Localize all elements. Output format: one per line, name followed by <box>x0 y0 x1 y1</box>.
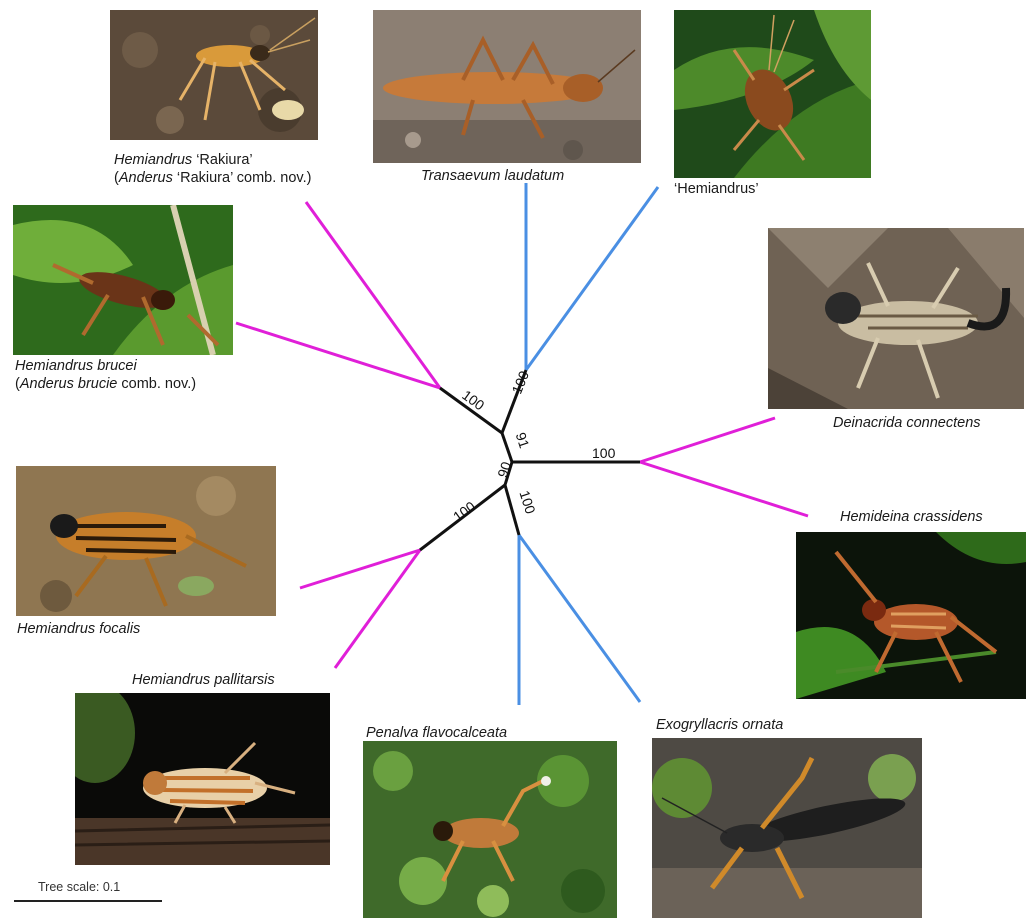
label-deinacrida-connectens: Deinacrida connectens <box>833 414 981 432</box>
bootstrap-upper-left: 100 <box>459 387 487 414</box>
branch-hemiandrus-brucei <box>236 323 440 388</box>
label-penalva-flavocalceata: Penalva flavocalceata <box>366 724 507 742</box>
label-hemiandrus-pallitarsis: Hemiandrus pallitarsis <box>132 671 275 689</box>
branch-exogryllacris-ornata <box>519 535 640 702</box>
bootstrap-center-upper: 91 <box>513 430 533 450</box>
label-hemiandrus-brucei: Hemiandrus brucei (Anderus brucie comb. … <box>15 357 196 393</box>
tree-scale-bar <box>14 900 162 902</box>
label-transaevum-laudatum: Transaevum laudatum <box>421 167 564 185</box>
branch-deinacrida-connectens <box>640 418 775 462</box>
bootstrap-lower-right: 100 <box>516 489 539 516</box>
branch-hemiandrus-rakiura <box>306 202 440 388</box>
branch-hemiandrus-quoted <box>526 187 658 370</box>
label-exogryllacris-ornata: Exogryllacris ornata <box>656 716 783 734</box>
label-hemideina-crassidens: Hemideina crassidens <box>840 508 983 526</box>
branch-hemiandrus-focalis <box>300 550 420 588</box>
label-hemiandrus-focalis: Hemiandrus focalis <box>17 620 140 638</box>
bootstrap-right: 100 <box>592 445 616 461</box>
tree-scale-label: Tree scale: 0.1 <box>38 880 120 894</box>
branch-hemiandrus-pallitarsis <box>335 550 420 668</box>
label-hemiandrus-rakiura: Hemiandrus ‘Rakiura’ (Anderus ‘Rakiura’ … <box>114 151 311 187</box>
bootstrap-lower-left: 100 <box>450 498 478 525</box>
label-hemiandrus-quoted: ‘Hemiandrus’ <box>674 180 759 198</box>
bootstrap-upper-right: 100 <box>508 368 532 396</box>
branch-hemideina-crassidens <box>640 462 808 516</box>
